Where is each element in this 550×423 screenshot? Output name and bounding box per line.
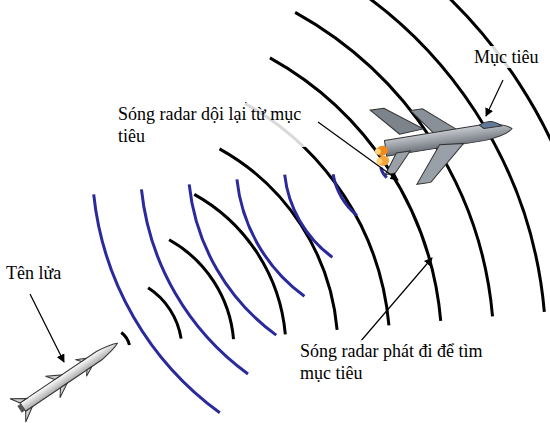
emitted-wave: [121, 332, 129, 345]
callout-label: Mục tiêu: [472, 46, 546, 68]
reflected-wave: [285, 175, 333, 258]
reflected-wave: [141, 189, 248, 374]
emitted-wave: [295, 12, 492, 316]
emitted-wave: [220, 149, 338, 330]
reflected-wave: [333, 174, 357, 215]
emitted-wave: [346, 0, 550, 307]
missile-figure: [10, 332, 125, 422]
radar-waves: [94, 0, 550, 413]
leader-lines: [30, 80, 503, 362]
callout-label: Sóng radar phát đi để tìm mục tiêu: [298, 340, 498, 384]
emitted-wave: [169, 240, 233, 339]
reflected-wave: [189, 184, 276, 335]
emitted-wave: [270, 58, 441, 321]
reflected-wave: [94, 194, 220, 412]
callout-label: Sóng radar dội lại từ mục tiêu: [116, 103, 312, 147]
callout-label: Tên lửa: [4, 262, 78, 284]
reflected-wave: [237, 179, 305, 296]
